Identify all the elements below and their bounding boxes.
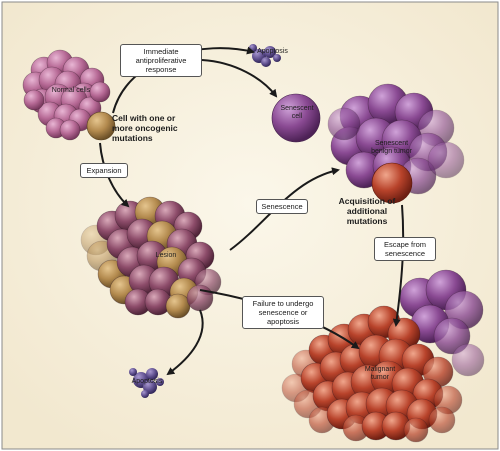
- lesion-cell: [186, 284, 214, 312]
- apoptosis-bottom-label: Apoptosis: [131, 378, 163, 385]
- lesion-label: Lesion: [155, 252, 177, 259]
- senescent-cell-label: Senescent cell: [280, 105, 314, 120]
- lesion-cell: [165, 293, 191, 319]
- arrow-to-apoptosis-bottom: [166, 309, 204, 376]
- normal-cell: [59, 119, 81, 141]
- acquired-mutation-cell: [371, 162, 413, 204]
- arrow-expansion: [99, 142, 130, 208]
- senescent-tumor-label: Senescent benign tumor: [371, 140, 412, 155]
- apoptosis-top-label: Apoptosis: [257, 48, 288, 55]
- malignant-tumor-cell: [433, 317, 471, 355]
- mutated-cell: [86, 111, 116, 141]
- malignant-tumor-cell: [451, 343, 485, 377]
- senescent-cell: [271, 93, 321, 143]
- escape-box: Escape from senescence: [374, 237, 436, 261]
- failure-box: Failure to undergo senescence or apoptos…: [242, 296, 324, 329]
- senescence-box: Senescence: [256, 199, 308, 214]
- arrow-escape: [392, 204, 405, 327]
- benign-tumor-cell: [327, 107, 361, 141]
- malignant-tumor-cell: [428, 406, 456, 434]
- immediate-response-box: Immediate antiproliferative response: [120, 44, 202, 77]
- malignant-tumor-label: Malignant tumor: [364, 366, 396, 381]
- apoptotic-cell-bottom: [129, 368, 164, 398]
- lesion-cluster: [80, 196, 222, 319]
- expansion-box: Expansion: [80, 163, 128, 178]
- benign-tumor-cell: [427, 141, 465, 179]
- arrow-to-senescent-cell: [201, 59, 278, 98]
- senescent-benign-tumor-cluster: [327, 83, 465, 195]
- normal-cell: [23, 89, 45, 111]
- normal-cell: [89, 81, 111, 103]
- malignant-tumor-cluster: [281, 269, 485, 443]
- additional-mutations-label: Acquisition of additional mutations: [338, 196, 396, 226]
- malignant-tumor-cell: [403, 417, 429, 443]
- normal-cells-label: Normal cells: [51, 87, 91, 94]
- mutated-cell-label: Cell with one or more oncogenic mutation…: [112, 113, 178, 143]
